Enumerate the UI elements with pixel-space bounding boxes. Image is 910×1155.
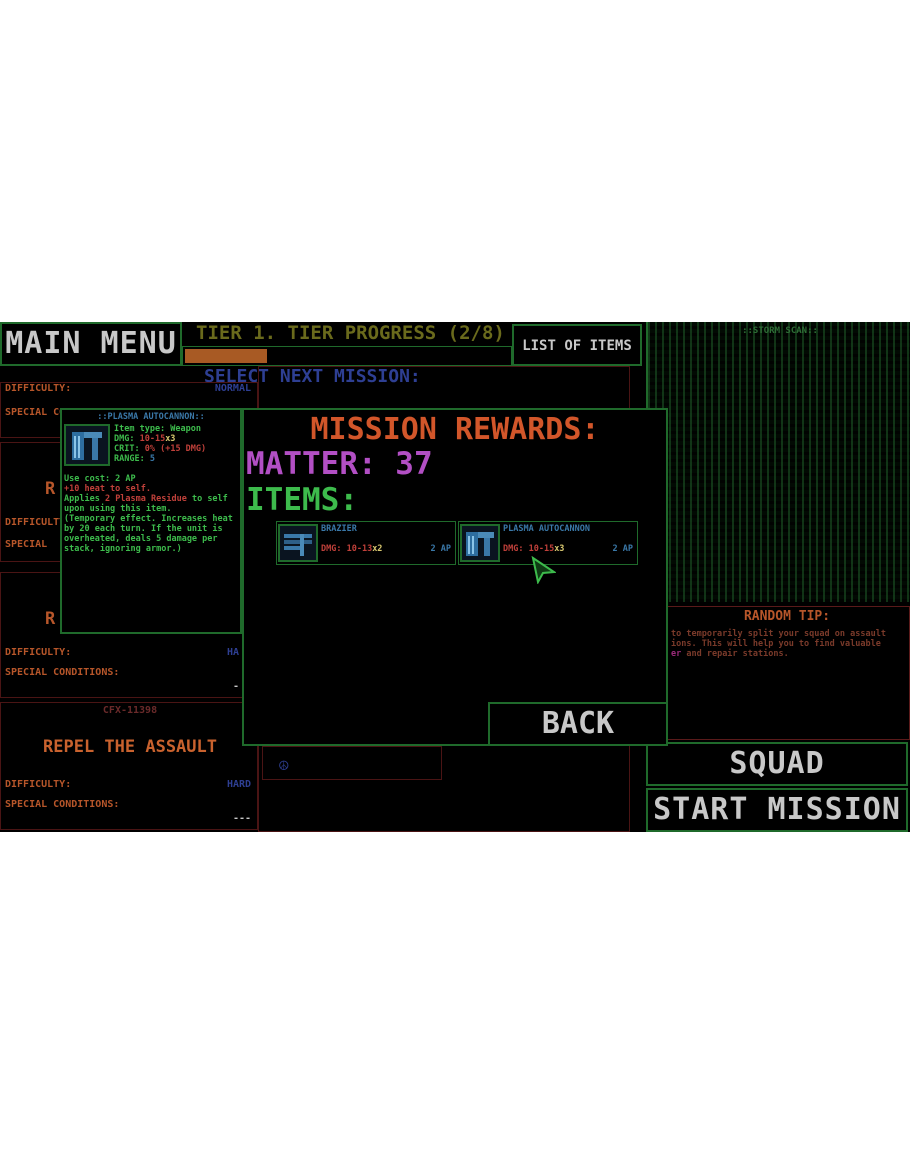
item-type: Item type: Weapon [114,424,201,434]
mission-card-4[interactable]: CFX-11398 REPEL THE ASSAULT DIFFICULTY: … [0,702,258,830]
rewards-title: MISSION REWARDS: [310,412,600,447]
mission-name: R [45,479,56,499]
back-button[interactable]: BACK [488,702,668,746]
tier-progress-title: TIER 1. TIER PROGRESS (2/8) [196,322,505,344]
brazier-icon [278,524,318,562]
tip-title: RANDOM TIP: [743,609,831,624]
items-label: ITEMS: [246,482,358,518]
item-tooltip: ::PLASMA AUTOCANNON:: Item type: Weapon … [60,408,242,634]
range-value: 5 [149,454,155,464]
effect-description: (Temporary effect. Increases heat by 20 … [64,514,233,554]
tip-line-3-rest: and repair stations. [681,649,789,659]
random-tip-panel: RANDOM TIP: to temporarily split your sq… [664,606,910,740]
item-damage: DMG: 10-15x3 [503,544,564,554]
plasma-autocannon-icon [460,524,500,562]
heat-effect: +10 heat to self. [64,484,151,494]
reward-item-plasma-autocannon[interactable]: PLASMA AUTOCANNON DMG: 10-15x3 2 AP [458,521,638,565]
special-conditions-label: SPECIAL CONDITIONS: [5,667,120,678]
cursor-arrow-icon [530,555,557,588]
dmg-label: DMG: [114,434,140,444]
tier-progress-fill [185,349,267,363]
tier-progress-bar [182,346,512,366]
item-ap-cost: 2 AP [612,544,633,554]
difficulty-value: HA [227,647,240,658]
applies-effect: Applies 2 Plasma Residue to self upon us… [64,494,240,514]
storm-scan-panel: ::STORM SCAN:: [646,322,910,602]
tooltip-stats: Item type: Weapon DMG: 10-15x3 CRIT: 0% … [114,424,242,464]
applies-highlight: 2 Plasma Residue [104,494,187,504]
range-label: RANGE: [114,454,150,464]
special-conditions-label: SPECIAL CONDITIONS: [5,799,120,810]
crit-value: 0% [144,444,155,454]
item-name: PLASMA AUTOCANNON [503,524,590,534]
game-screen: MAIN MENU TIER 1. TIER PROGRESS (2/8) LI… [0,322,910,832]
crit-label: CRIT: [114,444,145,454]
tip-line-1: to temporarily split your squad on assau… [671,629,886,639]
difficulty-label: DIFFICULTY: [5,779,72,790]
squad-button[interactable]: SQUAD [646,742,908,786]
dmg-label: DMG: [321,544,347,554]
difficulty-label: DIFFICULTY: [5,383,72,394]
difficulty-value: NORMAL [214,383,251,394]
item-name: BRAZIER [321,524,357,534]
applies-pre: Applies [64,494,105,504]
tip-line-2: ions. This will help you to find valuabl… [671,639,881,649]
tooltip-title: ::PLASMA AUTOCANNON:: [97,412,205,422]
tip-line-3: er and repair stations. [671,649,909,659]
crit-bonus: (+15 DMG) [160,444,207,454]
dmg-label: DMG: [503,544,529,554]
mission-preview-box: ☮ [262,746,442,780]
tooltip-description: Use cost: 2 AP +10 heat to self. Applies… [64,474,240,554]
special-conditions-value: --- [233,813,252,824]
dmg-mult: x3 [554,544,565,554]
tooltip-range: RANGE: 5 [114,454,242,464]
list-of-items-button[interactable]: LIST OF ITEMS [512,324,642,366]
special-conditions-label: SPECIAL [5,539,48,550]
main-menu-button[interactable]: MAIN MENU [0,322,182,366]
start-mission-button[interactable]: START MISSION [646,788,908,832]
storm-scan-title: ::STORM SCAN:: [742,326,818,336]
tooltip-crit: CRIT: 0% (+15 DMG) [114,444,242,454]
tooltip-dmg: DMG: 10-15x3 [114,434,242,444]
mission-name: R [45,609,56,629]
matter-reward: MATTER: 37 [246,446,433,482]
dmg-mult: x2 [372,544,383,554]
tip-highlight: er [671,649,682,659]
difficulty-label: DIFFICULTY: [5,647,72,658]
weapon-icon [64,424,110,466]
use-cost: Use cost: 2 AP [64,474,136,484]
difficulty-value: HARD [227,779,252,790]
item-ap-cost: 2 AP [430,544,451,554]
mission-rewards-modal: MISSION REWARDS: MATTER: 37 ITEMS: BRAZI… [242,408,668,746]
dmg-value: 10-15 [528,544,555,554]
mission-name: REPEL THE ASSAULT [43,737,217,757]
difficulty-label: DIFFICULTY: [5,517,72,528]
dmg-value: 10-15 [139,434,166,444]
reward-item-brazier[interactable]: BRAZIER DMG: 10-13x2 2 AP [276,521,456,565]
dmg-value: 10-13 [346,544,373,554]
applies-post: to self upon using this item. [64,494,228,514]
emblem-icon: ☮ [279,755,289,774]
dmg-mult: x3 [165,434,176,444]
special-conditions-value: - [233,681,240,692]
mission-code: CFX-11398 [102,705,158,716]
tip-text: to temporarily split your squad on assau… [671,629,909,659]
item-damage: DMG: 10-13x2 [321,544,382,554]
